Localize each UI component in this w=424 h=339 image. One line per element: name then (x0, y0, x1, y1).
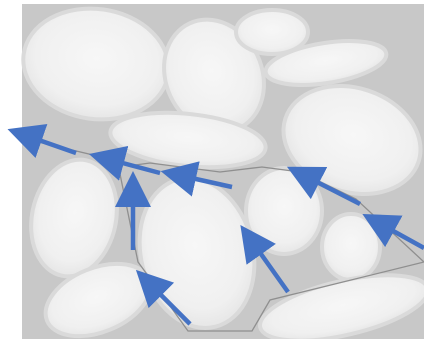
particle (322, 214, 380, 280)
